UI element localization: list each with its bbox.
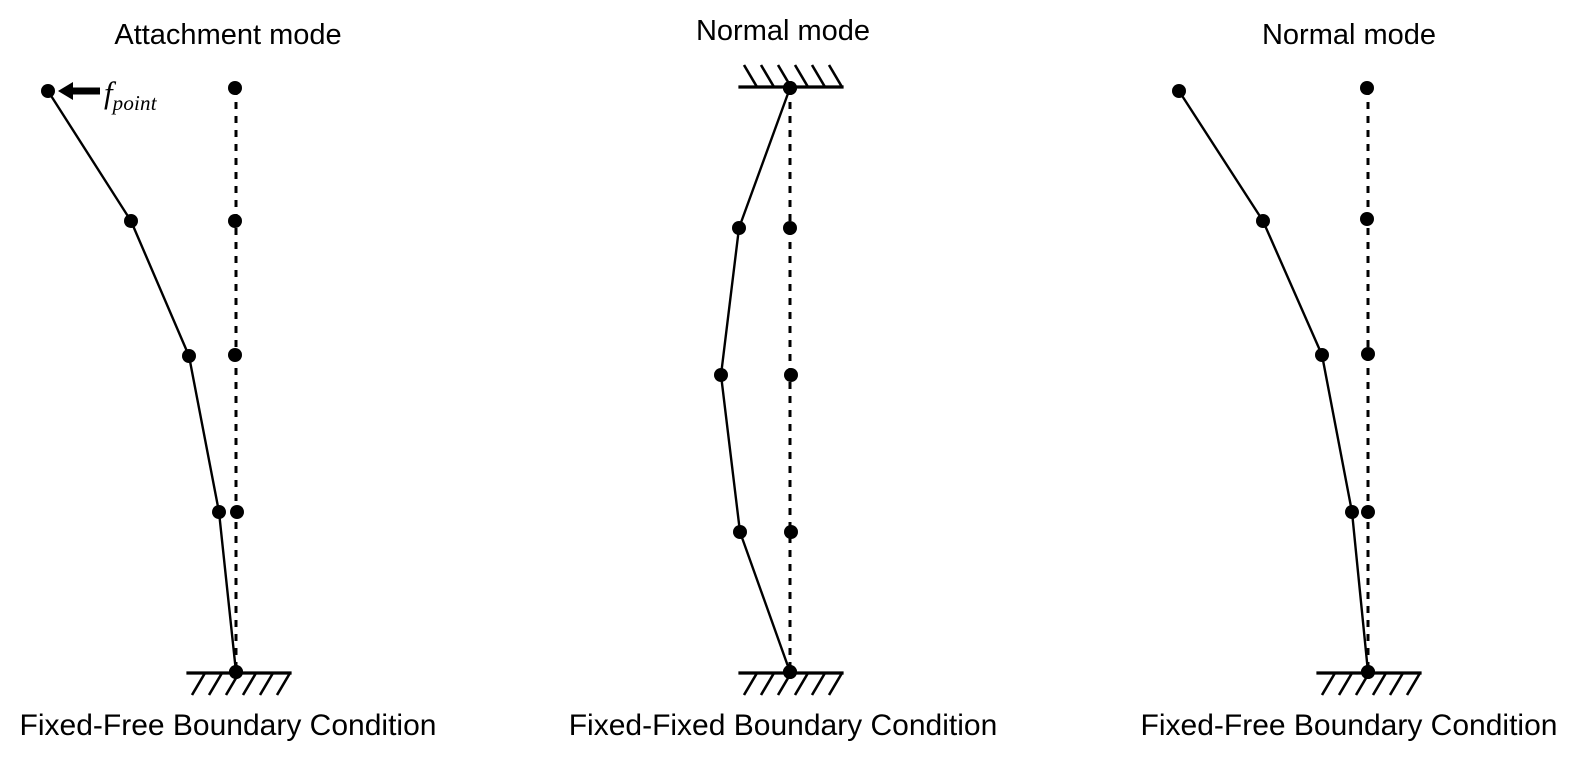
- panel-title-normal-mode-fixed-fixed: Normal mode: [695, 15, 871, 47]
- panel-normal-mode-fixed-fixed-support-top-hatch: [827, 64, 844, 88]
- panel-normal-mode-fixed-fixed-support-bottom-hatch: [742, 672, 759, 696]
- panel-attachment-mode-support-bottom-hatch: [258, 672, 275, 696]
- panel-title-attachment-mode: Attachment mode: [114, 19, 342, 51]
- panel-normal-mode-fixed-fixed-deformed-node: [714, 368, 728, 382]
- force-label-subscript: point: [112, 91, 157, 115]
- panel-normal-mode-fixed-fixed-support-top-hatch: [742, 64, 759, 88]
- panel-normal-mode-fixed-free-deformed-node: [1345, 505, 1359, 519]
- panel-normal-mode-fixed-fixed-support-top-hatch: [793, 64, 810, 88]
- panel-normal-mode-fixed-fixed-support-top-hatch: [810, 64, 827, 88]
- panel-normal-mode-fixed-fixed-support-bottom-hatch: [810, 672, 827, 696]
- panel-normal-mode-fixed-free-support-bottom-hatch: [1320, 672, 1337, 696]
- panel-attachment-mode-deformed-shape: [46, 89, 238, 674]
- panel-normal-mode-fixed-fixed-deformed-node: [733, 525, 747, 539]
- panel-normal-mode-fixed-free-undeformed-node: [1360, 212, 1374, 226]
- panel-caption-fixed-free-left: Fixed-Free Boundary Condition: [19, 709, 437, 742]
- force-label-f-point: fpoint: [104, 75, 157, 116]
- panel-attachment-mode-deformed-node: [41, 84, 55, 98]
- panel-normal-mode-fixed-free-support-bottom-hatch: [1388, 672, 1405, 696]
- panel-attachment-mode-undeformed-node: [230, 505, 244, 519]
- panel-attachment-mode-deformed-node: [212, 505, 226, 519]
- panel-attachment-mode-support-bottom-hatch: [190, 672, 207, 696]
- panel-normal-mode-fixed-free-undeformed-node: [1361, 347, 1375, 361]
- panel-normal-mode-fixed-fixed-undeformed-node: [783, 221, 797, 235]
- panel-title-normal-mode-fixed-free: Normal mode: [1261, 19, 1437, 51]
- panel-normal-mode-fixed-fixed-support-bottom-hatch: [793, 672, 810, 696]
- panel-normal-mode-fixed-free-deformed-node: [1172, 84, 1186, 98]
- panel-normal-mode-fixed-fixed-support-top-hatch: [759, 64, 776, 88]
- panel-normal-mode-fixed-fixed-undeformed-node: [784, 368, 798, 382]
- panel-normal-mode-fixed-free-deformed-node: [1256, 214, 1270, 228]
- panel-caption-fixed-fixed: Fixed-Fixed Boundary Condition: [568, 709, 998, 742]
- panel-caption-fixed-free-right: Fixed-Free Boundary Condition: [1140, 709, 1558, 742]
- panel-normal-mode-fixed-fixed-deformed-node: [783, 81, 797, 95]
- panel-attachment-mode-support-bottom-hatch: [207, 672, 224, 696]
- panel-normal-mode-fixed-free-deformed-shape: [1177, 89, 1370, 674]
- panel-attachment-mode-deformed-node: [182, 349, 196, 363]
- panel-normal-mode-fixed-fixed-undeformed-node: [784, 525, 798, 539]
- panel-attachment-mode-support-bottom-hatch: [275, 672, 292, 696]
- panel-normal-mode-fixed-fixed-deformed-shape: [719, 86, 792, 674]
- panel-attachment-mode-deformed-node: [229, 665, 243, 679]
- panel-normal-mode-fixed-free-support-bottom-hatch: [1405, 672, 1422, 696]
- panel-attachment-mode-deformed-node: [124, 214, 138, 228]
- panel-attachment-mode-support-bottom-hatch: [241, 672, 258, 696]
- panel-normal-mode-fixed-fixed-deformed-node: [732, 221, 746, 235]
- panel-attachment-mode-undeformed-node: [228, 348, 242, 362]
- panel-normal-mode-fixed-fixed-support-bottom-hatch: [827, 672, 844, 696]
- panel-normal-mode-fixed-free-support-bottom-hatch: [1371, 672, 1388, 696]
- force-label-base: f: [104, 75, 113, 110]
- panel-normal-mode-fixed-free-support-bottom-hatch: [1337, 672, 1354, 696]
- panel-attachment-mode-force-arrow-head: [58, 82, 73, 100]
- panel-attachment-mode-undeformed-node: [228, 214, 242, 228]
- panel-attachment-mode-undeformed-node: [228, 81, 242, 95]
- panel-normal-mode-fixed-free-deformed-node: [1361, 665, 1375, 679]
- panel-normal-mode-fixed-fixed-deformed-node: [783, 665, 797, 679]
- panel-normal-mode-fixed-free-undeformed-node: [1361, 505, 1375, 519]
- panel-normal-mode-fixed-free-undeformed-node: [1360, 81, 1374, 95]
- panel-normal-mode-fixed-free-deformed-node: [1315, 348, 1329, 362]
- panel-normal-mode-fixed-fixed-support-bottom-hatch: [759, 672, 776, 696]
